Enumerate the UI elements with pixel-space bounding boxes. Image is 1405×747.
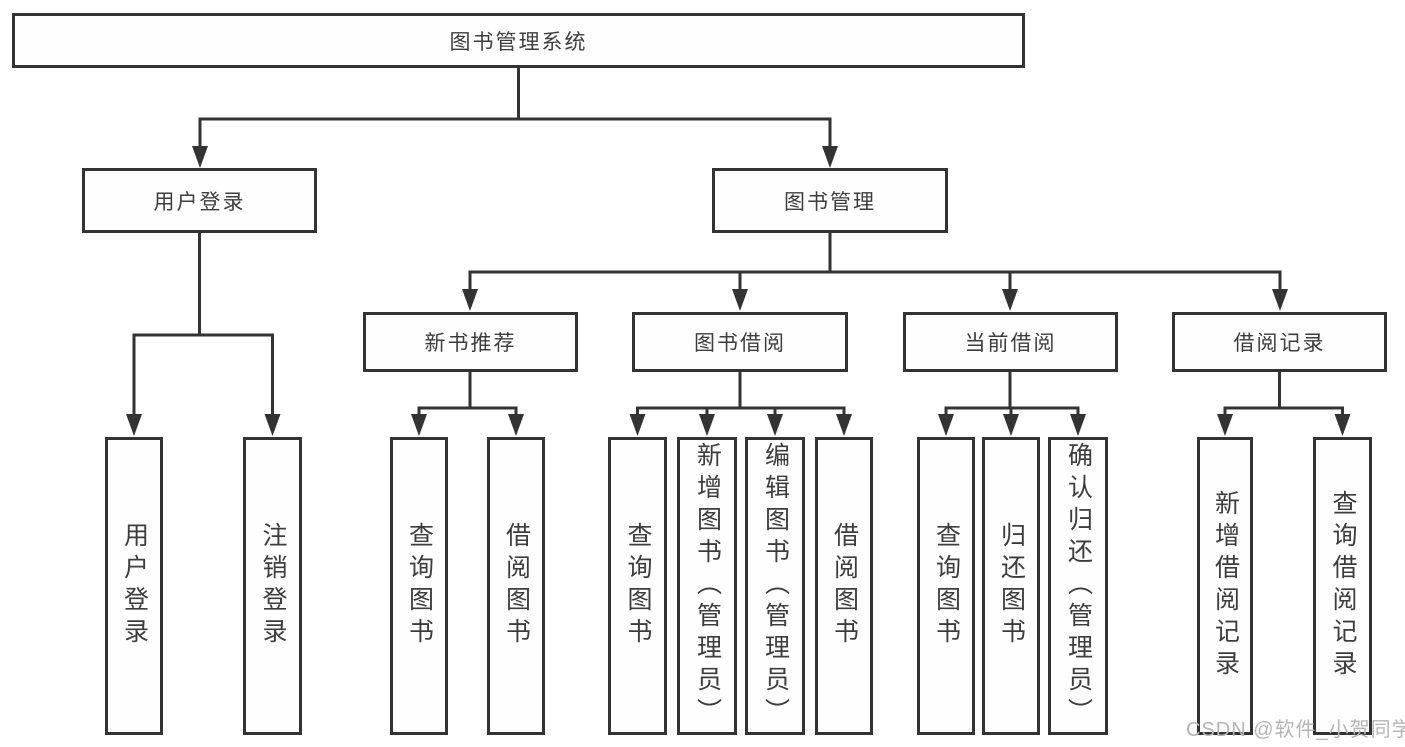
leaf-records-query-record: 查询借阅记录 <box>1313 437 1372 735</box>
node-label: 借阅图书 <box>502 522 531 650</box>
node-label: 图书借阅 <box>694 332 786 355</box>
node-label: 归还图书 <box>997 522 1026 650</box>
leaf-borrowing-add-books-admin: 新增图书（管理员） <box>677 437 737 735</box>
node-label: 图书管理 <box>784 190 876 214</box>
node-label: 用户登录 <box>153 190 246 214</box>
arrowheads <box>126 146 1351 436</box>
node-label: 借阅记录 <box>1233 332 1326 355</box>
node-label: 新增图书（管理员） <box>693 442 722 730</box>
node-user-login: 用户登录 <box>82 168 317 233</box>
leaf-current-confirm-return-admin: 确认归还（管理员） <box>1048 437 1108 735</box>
node-current-borrowing: 当前借阅 <box>903 312 1118 372</box>
leaf-records-add-record: 新增借阅记录 <box>1197 437 1253 735</box>
node-new-book-recommend: 新书推荐 <box>363 312 578 372</box>
leaf-current-query-books: 查询图书 <box>917 437 975 735</box>
node-book-management: 图书管理 <box>712 168 948 233</box>
leaf-current-return-books: 归还图书 <box>982 437 1040 735</box>
leaf-recommend-query-books: 查询图书 <box>390 437 448 735</box>
node-book-borrowing: 图书借阅 <box>632 312 848 372</box>
node-label: 编辑图书（管理员） <box>761 442 790 730</box>
node-label: 图书管理系统 <box>449 30 588 54</box>
leaf-user-login: 用户登录 <box>105 437 163 735</box>
node-borrow-records: 借阅记录 <box>1172 312 1387 372</box>
node-label: 当前借阅 <box>964 332 1057 355</box>
leaf-recommend-borrow-books: 借阅图书 <box>487 437 545 735</box>
arrow-shafts <box>132 117 1344 418</box>
csdn-watermark: CSDN @软件_小贺同学 <box>1186 719 1405 741</box>
leaf-borrowing-borrow-books: 借阅图书 <box>815 437 873 735</box>
node-label: 查询借阅记录 <box>1329 490 1357 682</box>
node-label: 查询图书 <box>932 522 961 650</box>
leaf-borrowing-edit-books-admin: 编辑图书（管理员） <box>745 437 805 735</box>
node-library-management-system: 图书管理系统 <box>12 13 1025 68</box>
node-label: 新书推荐 <box>424 332 517 355</box>
node-label: 借阅图书 <box>830 522 859 650</box>
node-label: 查询图书 <box>624 522 652 650</box>
node-label: 查询图书 <box>405 522 434 650</box>
leaf-borrowing-query-books: 查询图书 <box>608 437 667 735</box>
node-label: 确认归还（管理员） <box>1064 442 1093 730</box>
node-label: 新增借阅记录 <box>1211 490 1240 682</box>
node-label: 用户登录 <box>120 522 149 650</box>
node-label: 注销登录 <box>259 522 287 650</box>
leaf-logout: 注销登录 <box>243 437 302 735</box>
